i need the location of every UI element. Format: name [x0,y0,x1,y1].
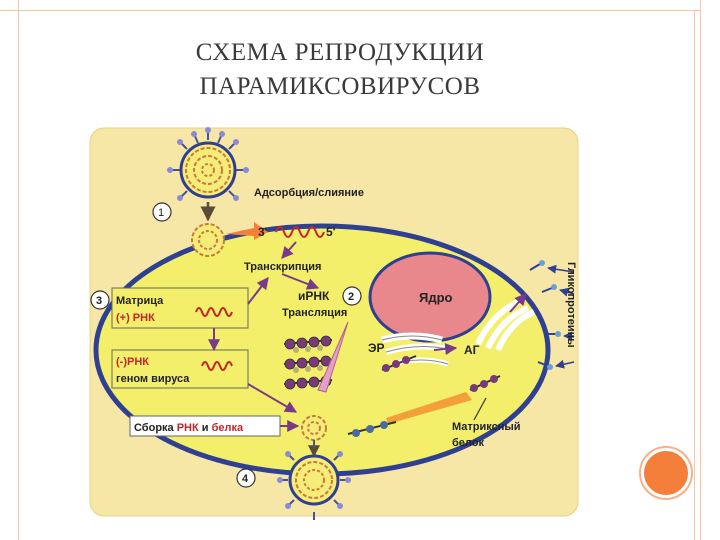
svg-text:1: 1 [158,207,164,219]
svg-text:(-)РНК: (-)РНК [116,356,149,368]
glycoproteins-label: Гликопротеины [565,262,577,348]
golgi-label: АГ [464,343,480,357]
nucleocapsid-entering [191,223,225,257]
er-label: ЭР [368,341,385,355]
reproduction-diagram: Ядро Адсорбция/слияние 1 3' 5' [89,127,579,520]
assembly-box: Сборка РНК и белка [129,415,281,437]
rna-3-end-label: 3' [258,225,268,239]
translation-beam [317,321,349,393]
frame-right-outer [700,0,701,540]
virus-adsorbing [167,127,249,201]
step-2-marker: 2 [342,286,362,306]
decorative-orange-circle [641,448,691,498]
membrane-matrix-protein [347,421,397,437]
step-4-marker: 4 [236,468,256,488]
frame-left [18,0,19,540]
matrix-rna-box: Матрица (+) РНК [111,287,249,329]
slide-title: СХЕМА РЕПРОДУКЦИИ ПАРАМИКСОВИРУСОВ [110,36,570,104]
matrix-protein-label-line-1: Матриксный [452,421,521,433]
genome-rna-box: (-)РНК геном вируса [111,349,249,389]
virus-budding [277,440,351,520]
svg-text:2: 2 [348,291,354,303]
matrix-protein-chain [469,375,501,392]
svg-text:геном вируса: геном вируса [116,373,190,385]
golgi-apparatus [475,299,536,352]
genome-to-assembly-arrow [247,383,298,413]
assembly-protein: белка [212,422,244,434]
assembly-rna: РНК [177,422,199,434]
mrna-label: иРНК [298,289,330,303]
nucleus [368,251,492,343]
golgi-to-membrane-arrow [509,293,527,313]
slide-title-line-1: СХЕМА РЕПРОДУКЦИИ [195,39,485,66]
rna-5-end-label: 5' [326,225,336,239]
svg-text:Матрица: Матрица [116,295,164,307]
frame-right-inner [694,10,695,540]
slide-title-line-2: ПАРАМИКСОВИРУСОВ [199,73,481,100]
adsorption-label: Адсорбция/слияние [254,187,364,199]
nucleus-label: Ядро [419,290,453,305]
step-3-marker: 3 [90,290,110,310]
translation-label: Трансляция [282,307,347,319]
svg-text:Сборка РНК и белка: Сборка РНК и белка [134,422,244,434]
svg-text:(+) РНК: (+) РНК [116,312,155,324]
assembly-prefix: Сборка [134,422,177,434]
membrane-glycoproteins [529,260,561,370]
assembly-and: и [199,422,212,434]
transcription-to-mrna-arrow [281,273,320,290]
uncoating-arrow [226,222,268,240]
step-1-marker: 1 [152,202,172,222]
svg-text:4: 4 [242,473,249,485]
nucleocapsid-assembling [301,415,327,441]
frame-top [0,10,700,11]
transcription-label: Транскрипция [244,261,321,273]
matrix-to-transcription-arrow [247,277,269,305]
glycoprotein-pointer-arrows [547,264,575,369]
er-to-golgi-arrow [433,343,458,355]
genomic-rna-strand [275,226,325,238]
svg-text:3: 3 [96,295,102,307]
matrix-protein-pointer [473,397,487,421]
transcription-arrow [281,241,297,259]
matrix-protein-transport-arrow [386,392,472,424]
ribosome-chain-er [381,355,417,372]
matrix-protein-label-line-2: белок [452,437,484,449]
